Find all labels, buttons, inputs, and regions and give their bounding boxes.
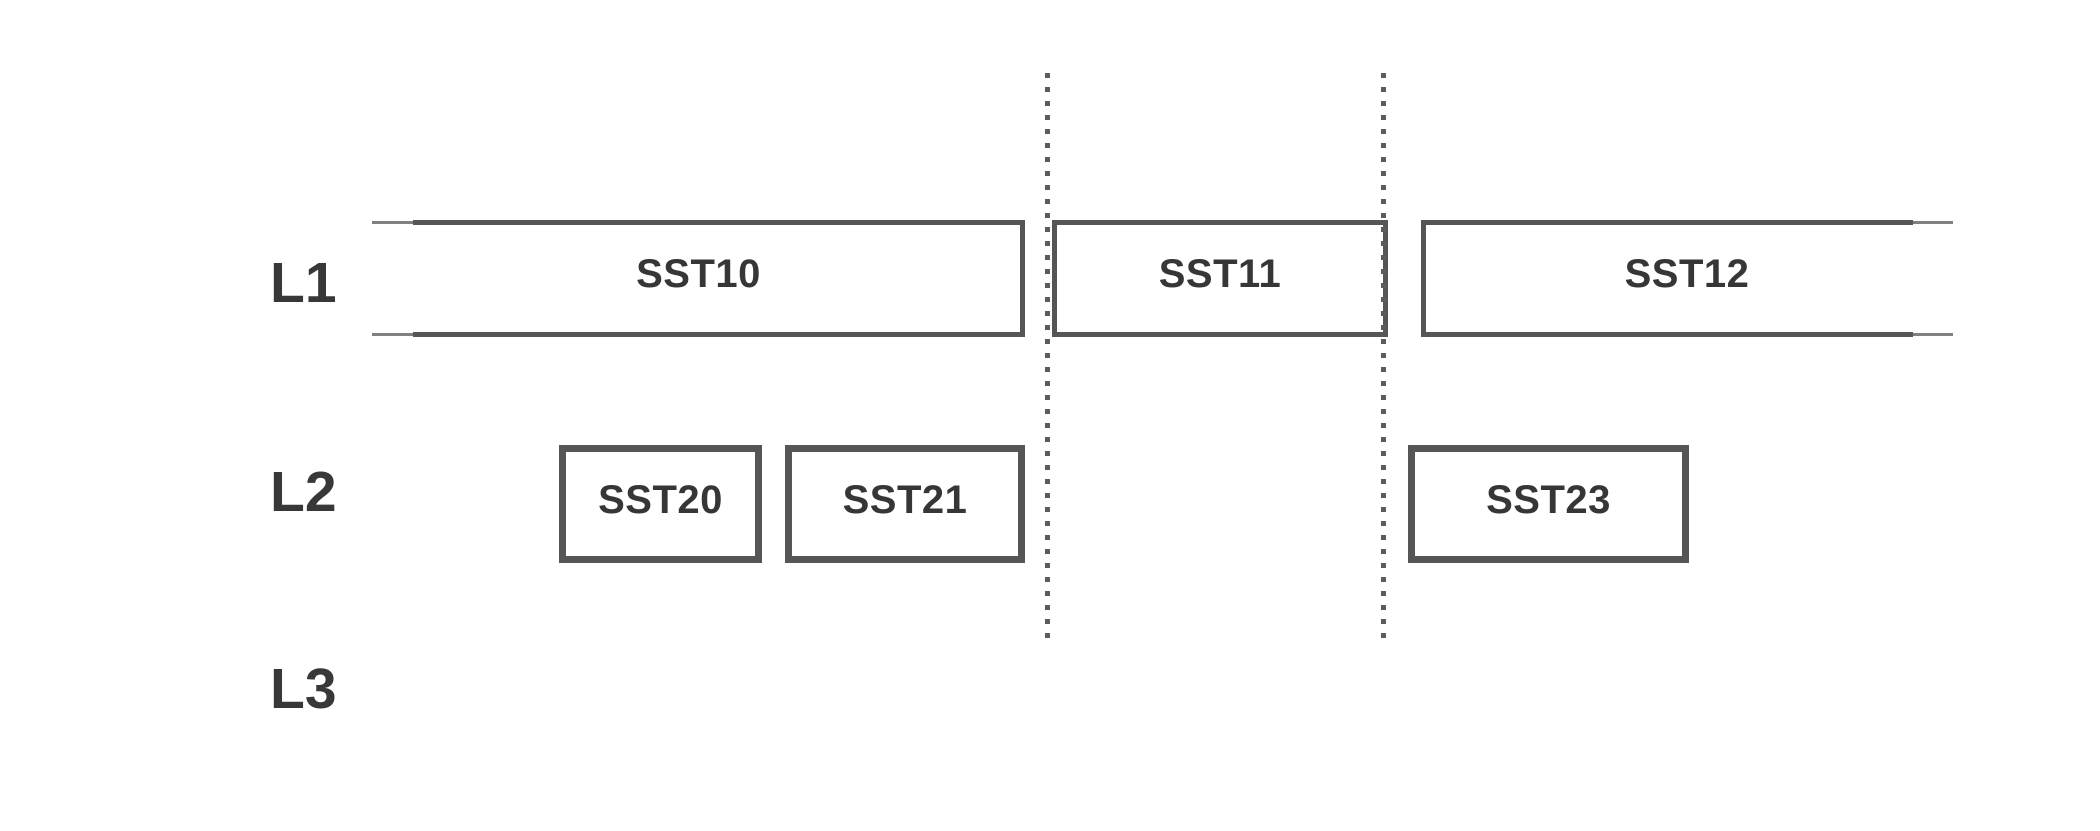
segment-sst10-box: [413, 220, 1025, 337]
segment-sst23-box: [1408, 445, 1689, 563]
continuation-line-left-bottom: [372, 333, 415, 336]
segment-sst20-box: [559, 445, 762, 563]
continuation-line-right-bottom: [1911, 333, 1953, 336]
lane-label-l3: L3: [270, 657, 337, 721]
segment-sst12-box: [1421, 220, 1913, 337]
boundary-dotted-line-1: [1045, 73, 1050, 638]
continuation-line-right-top: [1911, 221, 1953, 224]
lane-label-l2: L2: [270, 460, 337, 524]
lane-label-l1: L1: [270, 251, 337, 315]
segment-sst11-box: [1052, 220, 1388, 337]
segment-sst21-box: [785, 445, 1025, 563]
continuation-line-left-top: [372, 221, 415, 224]
boundary-dotted-line-2: [1381, 73, 1386, 638]
